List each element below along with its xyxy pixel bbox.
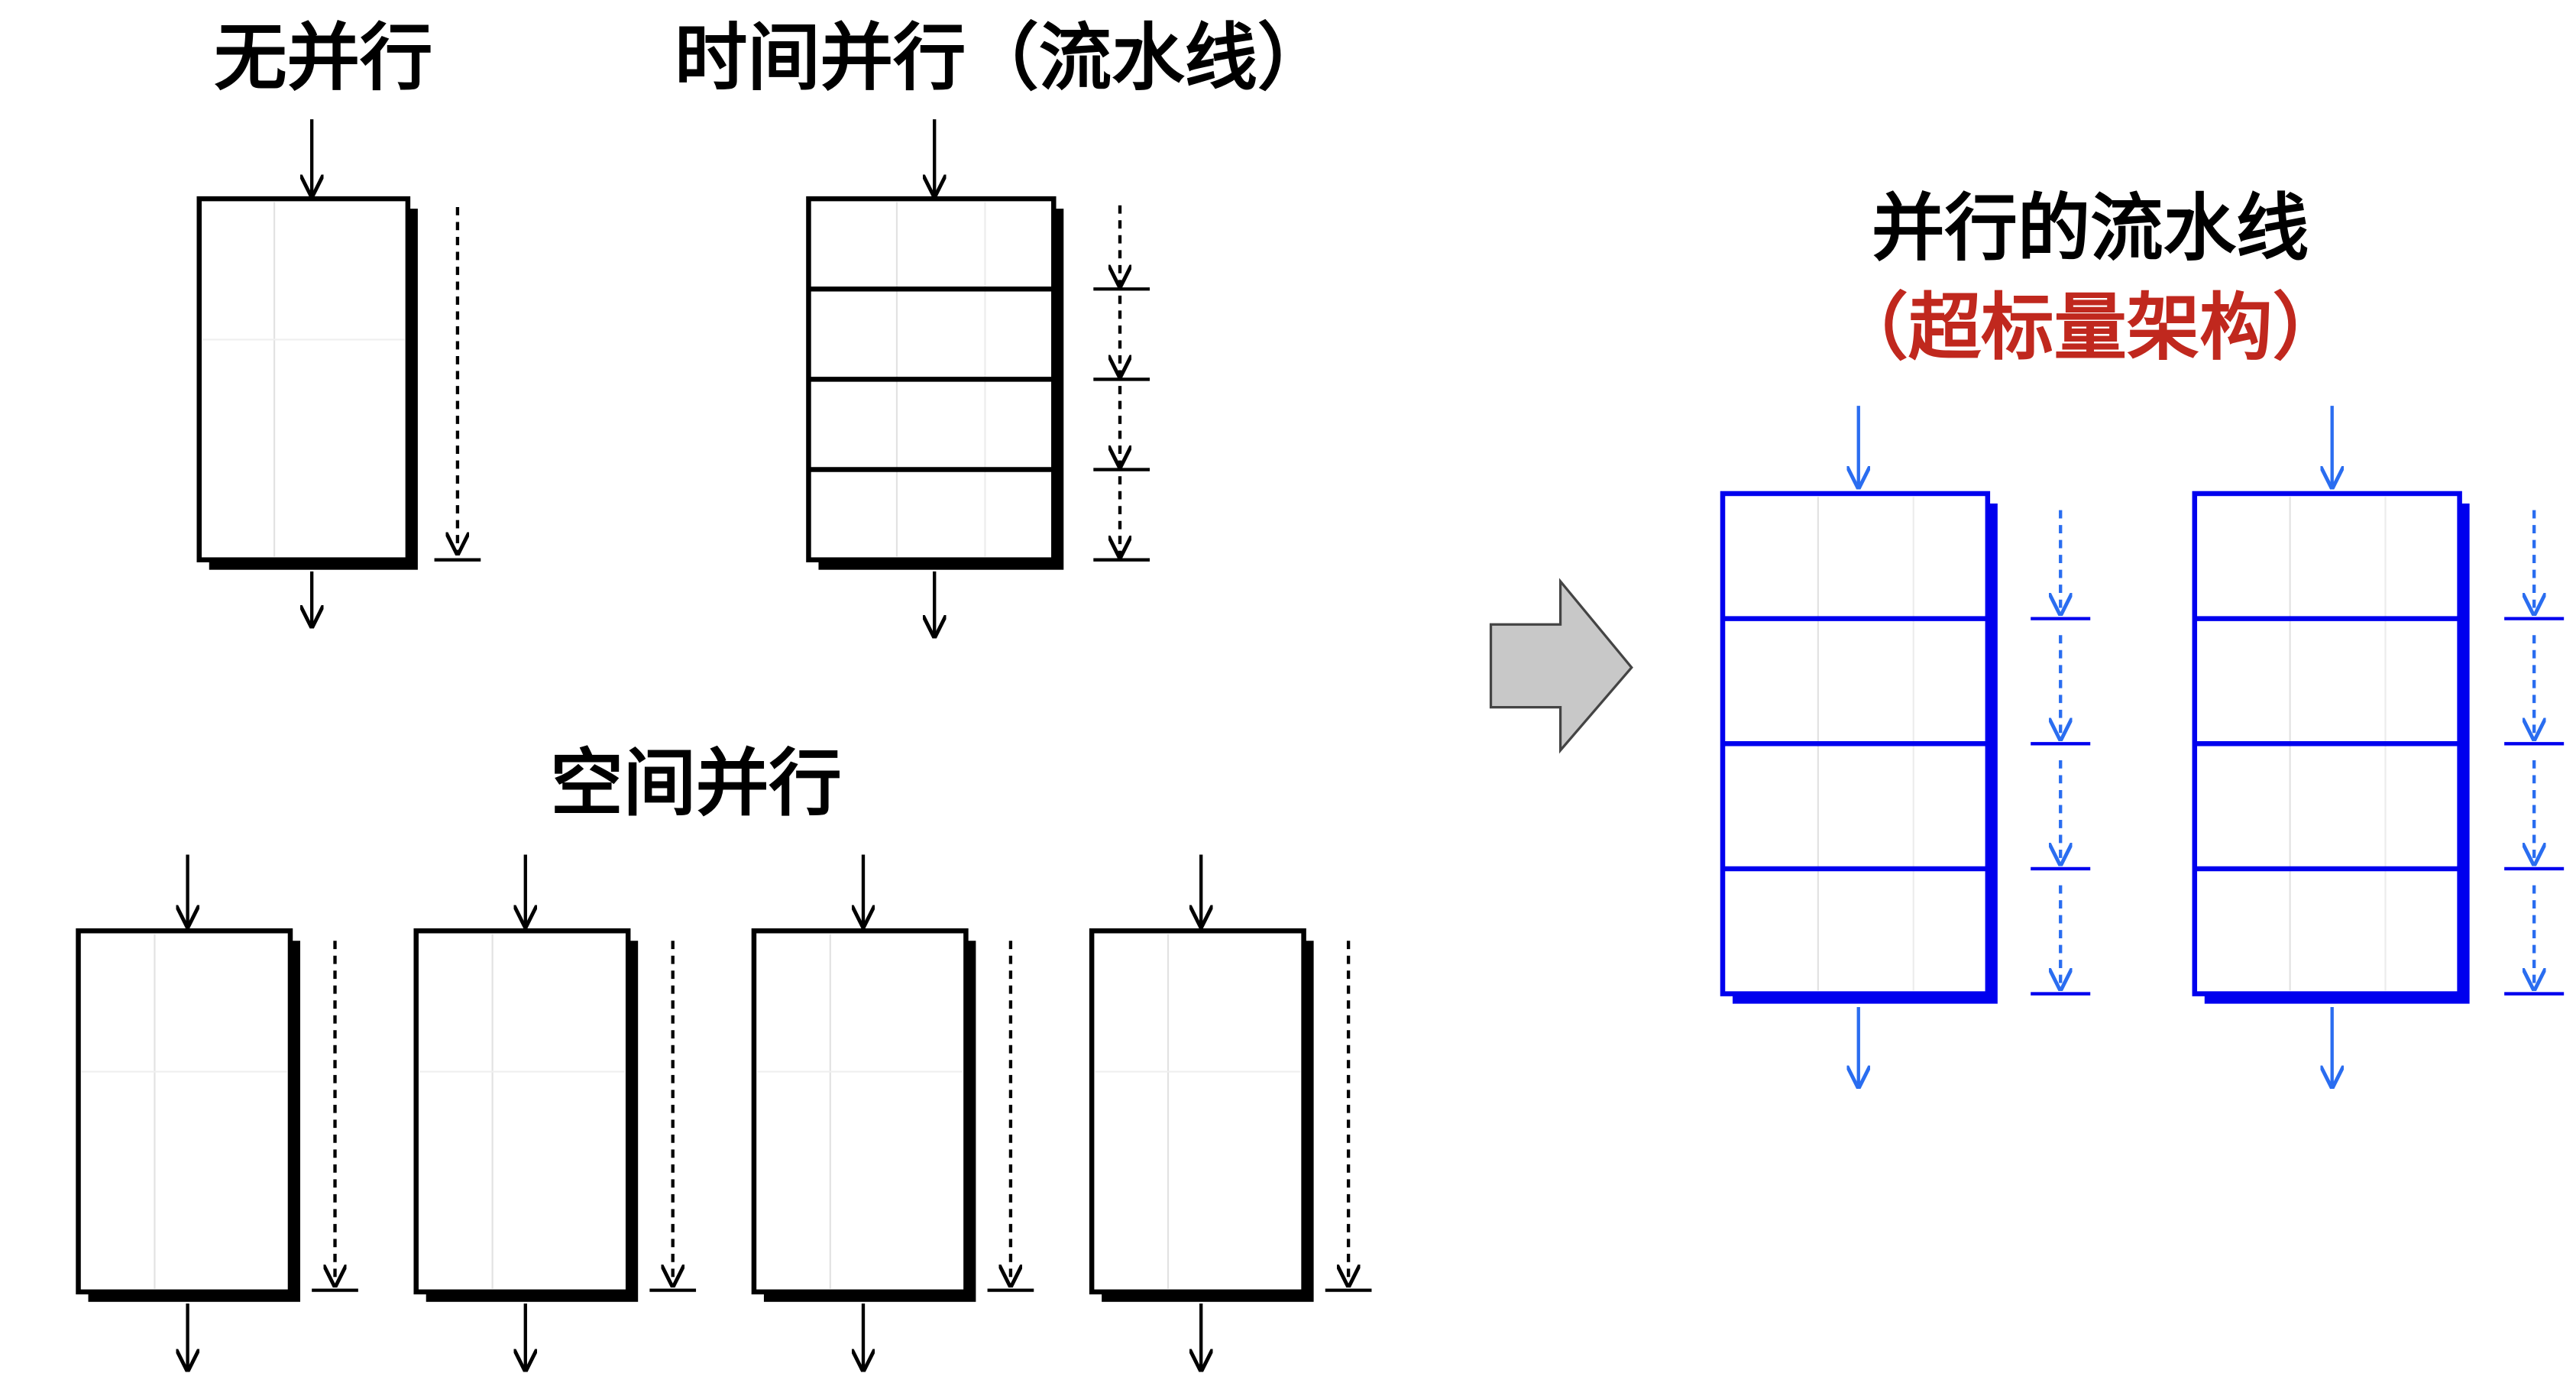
temporal-pipeline-group: [806, 119, 1150, 636]
spatial-parallel-group: [76, 854, 1372, 1370]
unit-3-box: [751, 928, 969, 1295]
transition-arrow-group: [1489, 578, 1633, 754]
title-superscalar-line1: 并行的流水线: [1872, 186, 2309, 271]
superscalar-group: [1720, 406, 2565, 1087]
unit-1-box: [76, 928, 293, 1295]
title-superscalar-line2: （超标量架构）: [1835, 286, 2345, 371]
unit-2-box: [413, 928, 631, 1295]
title-no-parallel: 无并行: [214, 15, 432, 100]
title-temporal-parallel: 时间并行（流水线）: [675, 15, 1330, 100]
no-parallel-group: [196, 119, 481, 626]
title-spatial-parallel: 空间并行: [550, 741, 841, 826]
unit-4-box: [1089, 928, 1306, 1295]
transition-arrow: [1489, 578, 1633, 754]
unit-box: [196, 196, 411, 562]
